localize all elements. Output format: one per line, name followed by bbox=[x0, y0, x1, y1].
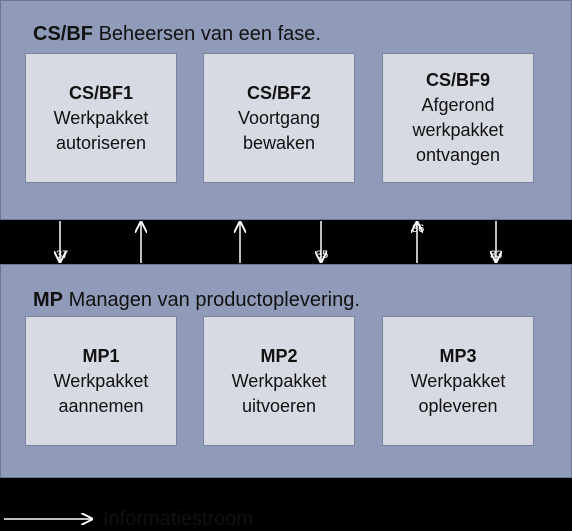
process-code: CS/BF2 bbox=[246, 82, 311, 103]
process-box-mp3: MP3 Werkpakket opleveren bbox=[382, 316, 534, 446]
process-code: CS/BF9 bbox=[425, 70, 490, 90]
process-code: MP3 bbox=[439, 345, 477, 366]
process-label-line: Afgerond bbox=[421, 95, 495, 115]
panel-code: MP bbox=[33, 289, 63, 311]
process-label-line: aannemen bbox=[58, 395, 144, 416]
process-box-mp2: MP2 Werkpakket uitvoeren bbox=[203, 316, 355, 446]
process-label-line: bewaken bbox=[242, 132, 316, 153]
process-label-line: ontvangen bbox=[415, 145, 501, 165]
panel-code: CS/BF bbox=[33, 23, 93, 45]
process-box-csbf9: CS/BF9 Afgerond werkpakket ontvangen bbox=[382, 53, 534, 183]
panel-title-text: Beheersen van een fase. bbox=[98, 23, 321, 45]
process-box-csbf2: CS/BF2 Voortgang bewaken bbox=[203, 53, 355, 183]
process-label-line: Werkpakket bbox=[410, 370, 506, 391]
flow-label: 37 bbox=[56, 249, 68, 261]
process-label-line: Werkpakket bbox=[53, 370, 149, 391]
process-label-line: werkpakket bbox=[412, 120, 504, 140]
process-label-line: Werkpakket bbox=[53, 107, 149, 128]
flow-label: 36 bbox=[412, 223, 424, 235]
process-label-line: uitvoeren bbox=[241, 395, 317, 416]
panel-managen-productoplevering: MP Managen van productoplevering. MP1 We… bbox=[0, 264, 572, 478]
process-box-mp1: MP1 Werkpakket aannemen bbox=[25, 316, 177, 446]
flow-label: 33 bbox=[490, 249, 502, 261]
panel-beheersen-fase: CS/BF Beheersen van een fase. CS/BF1 Wer… bbox=[0, 0, 572, 220]
process-label-line: autoriseren bbox=[55, 132, 147, 153]
process-code: MP1 bbox=[82, 345, 120, 366]
panel-title-mp: MP Managen van productoplevering. bbox=[33, 289, 360, 312]
legend-label: Informatiestroom bbox=[103, 508, 254, 530]
panel-title-csbf: CS/BF Beheersen van een fase. bbox=[33, 23, 321, 46]
process-code: MP2 bbox=[260, 345, 298, 366]
panel-title-text: Managen van productoplevering. bbox=[68, 289, 360, 311]
process-label-line: Werkpakket bbox=[231, 370, 327, 391]
process-label-line: opleveren bbox=[418, 395, 498, 416]
flow-label: 35 bbox=[316, 249, 328, 261]
process-box-csbf1: CS/BF1 Werkpakket autoriseren bbox=[25, 53, 177, 183]
process-code: CS/BF1 bbox=[68, 82, 133, 103]
process-label-line: Voortgang bbox=[237, 107, 321, 128]
